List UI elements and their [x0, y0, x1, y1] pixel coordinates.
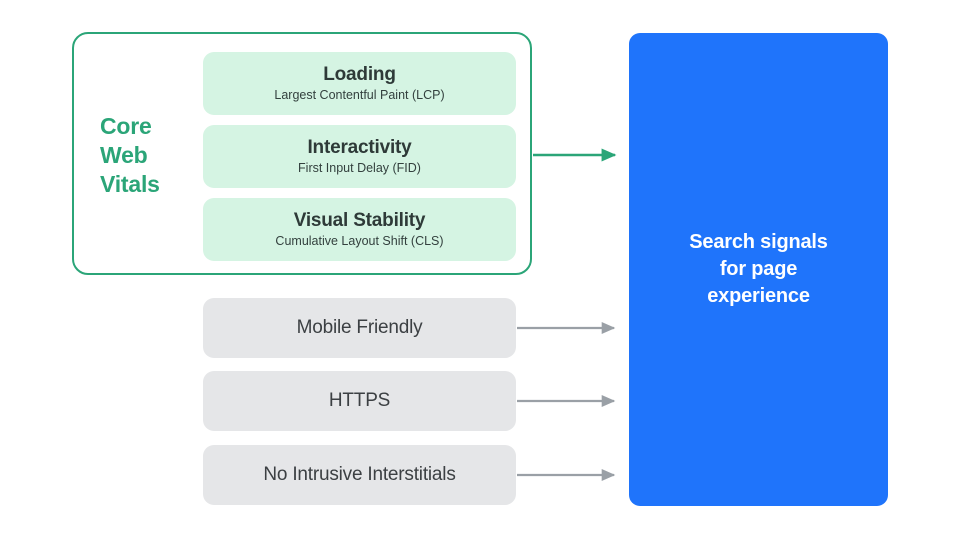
vital-card-title: Visual Stability: [293, 210, 426, 231]
vital-card-interactivity: Interactivity First Input Delay (FID): [203, 125, 516, 188]
vital-card-visual-stability: Visual Stability Cumulative Layout Shift…: [203, 198, 516, 261]
core-web-vitals-label: Core Web Vitals: [100, 112, 190, 199]
vital-card-subtitle: Largest Contentful Paint (LCP): [274, 88, 445, 102]
search-signals-line-2: for page: [719, 258, 798, 280]
signal-box-label: No Intrusive Interstitials: [263, 464, 456, 485]
search-signals-line-3: experience: [707, 285, 810, 307]
vital-card-title: Loading: [323, 64, 396, 85]
vital-card-subtitle: First Input Delay (FID): [298, 161, 421, 175]
search-signals-panel-text: Search signals for page experience: [669, 229, 847, 310]
search-signals-panel: Search signals for page experience: [629, 33, 888, 506]
core-web-vitals-label-line-1: Core: [100, 113, 152, 139]
signal-box-mobile-friendly: Mobile Friendly: [203, 298, 516, 358]
signal-box-label: Mobile Friendly: [296, 317, 423, 338]
search-signals-line-1: Search signals: [689, 231, 828, 253]
signal-box-https: HTTPS: [203, 371, 516, 431]
signal-box-no-intrusive-interstitials: No Intrusive Interstitials: [203, 445, 516, 505]
core-web-vitals-label-line-3: Vitals: [100, 171, 160, 197]
vital-card-loading: Loading Largest Contentful Paint (LCP): [203, 52, 516, 115]
signal-box-label: HTTPS: [328, 390, 391, 411]
vital-card-title: Interactivity: [307, 137, 412, 158]
core-web-vitals-label-line-2: Web: [100, 142, 148, 168]
vital-card-subtitle: Cumulative Layout Shift (CLS): [275, 234, 444, 248]
